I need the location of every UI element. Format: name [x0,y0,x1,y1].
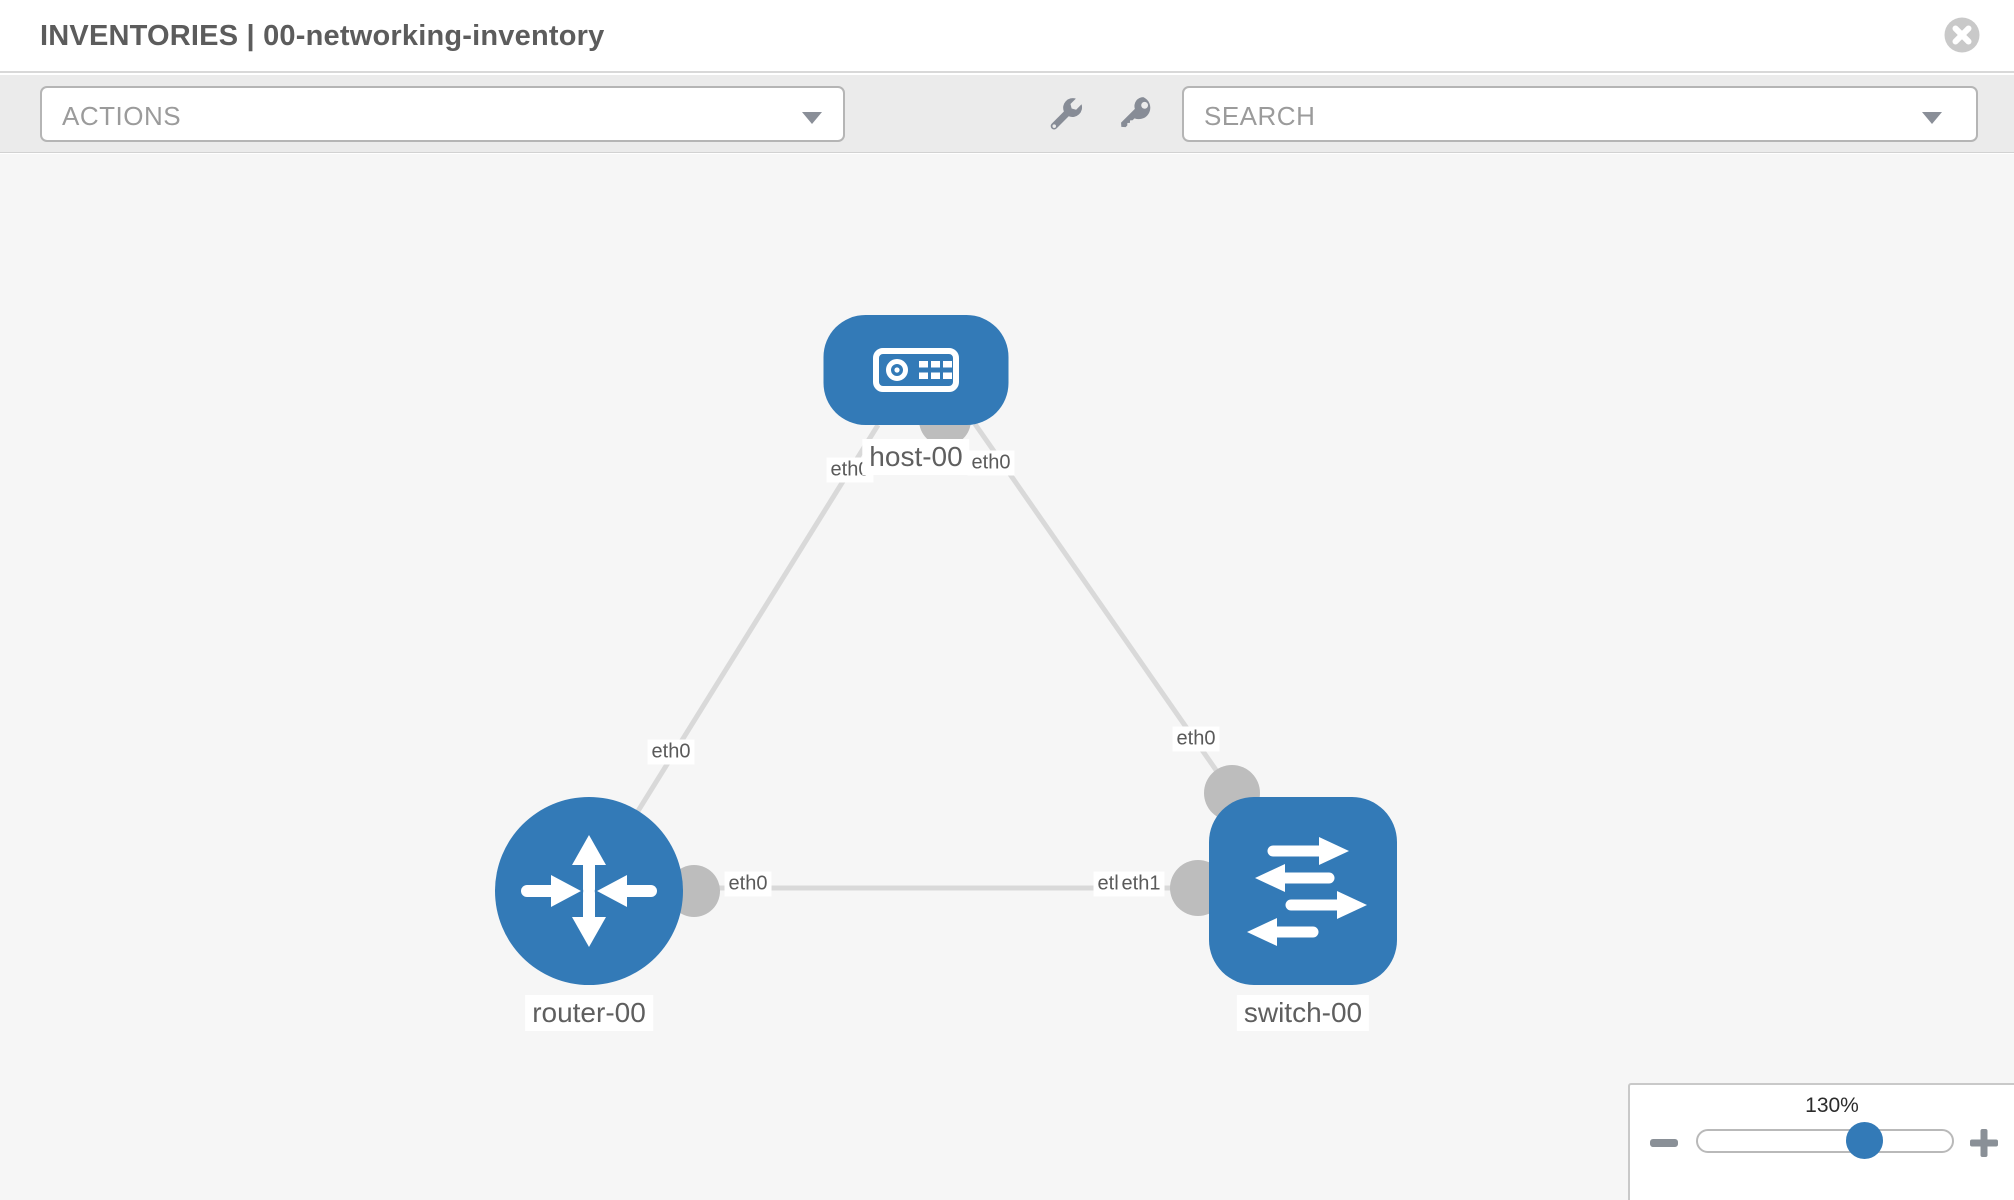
page-title: INVENTORIES | 00-networking-inventory [40,20,605,52]
node-switch-00[interactable] [1209,797,1397,985]
search-input[interactable]: SEARCH [1182,86,1978,142]
node-router-00[interactable] [495,797,683,985]
host-shape[interactable] [823,315,1009,425]
wrench-icon[interactable] [1046,93,1086,138]
zoom-level-value: 130% [1805,1094,1859,1117]
edges-layer [617,422,1235,891]
actions-dropdown[interactable]: ACTIONS [40,86,845,142]
actions-dropdown-label: ACTIONS [62,101,182,131]
search-placeholder: SEARCH [1204,101,1316,131]
zoom-in-plus-icon[interactable] [1970,1129,1998,1162]
zoom-slider-knob[interactable] [1846,1122,1883,1159]
header-bar: INVENTORIES | 00-networking-inventory [0,0,2014,73]
toolbar: ACTIONS SEARCH [0,75,2014,153]
connectors-layer [668,394,1260,917]
node-host-00[interactable] [823,315,1009,425]
chevron-down-icon [802,112,822,124]
topology-edge [617,423,881,842]
close-icon[interactable] [1942,15,1982,55]
topology-edge [972,422,1235,795]
nodes-layer [495,315,1397,985]
zoom-slider-track[interactable] [1696,1129,1954,1153]
chevron-down-icon [1922,112,1942,124]
key-icon[interactable] [1116,94,1154,137]
switch-shape[interactable] [1209,797,1397,985]
zoom-control-panel: 130% [1628,1083,2014,1200]
zoom-out-minus-icon[interactable] [1650,1139,1678,1147]
topology-svg [495,315,1397,985]
